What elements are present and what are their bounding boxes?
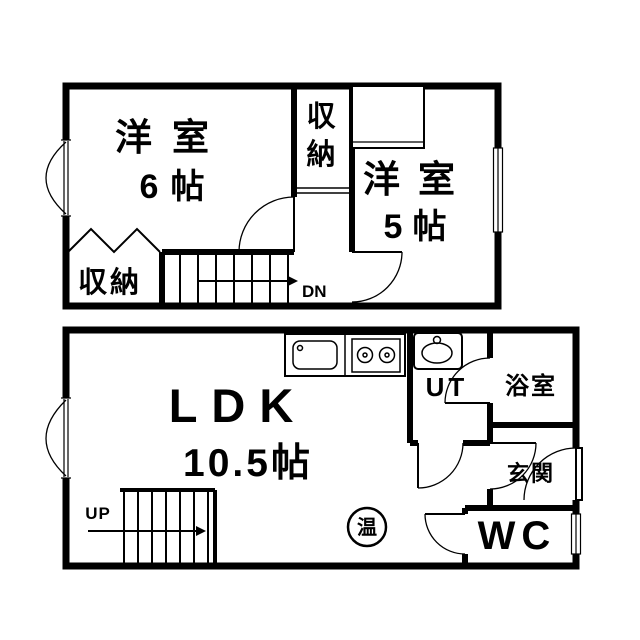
wc-window <box>570 513 582 555</box>
basin-faucet-icon <box>432 335 442 345</box>
ut-door-arc <box>417 442 464 489</box>
room5-name-label: 洋室 <box>363 158 473 200</box>
lower-staircase: UP <box>85 490 209 566</box>
room5-size-label: 5帖 <box>384 208 457 246</box>
upper-stair-steps <box>179 252 289 306</box>
up-label: UP <box>85 504 111 523</box>
outswing-arc <box>45 141 67 215</box>
burner-left-icon <box>356 346 374 364</box>
front-door-arc <box>523 447 577 501</box>
upper-interior-walls <box>159 86 355 306</box>
window-gap <box>61 398 71 478</box>
bath-label: 浴室 <box>505 372 557 400</box>
east-room-closet <box>351 85 425 149</box>
upper-floor-outline <box>62 82 502 310</box>
upper-west-window <box>45 139 71 217</box>
lower-west-window <box>45 397 71 479</box>
upper-staircase: DN <box>179 252 327 306</box>
water-heater-circle <box>346 506 388 548</box>
wash-basin <box>413 332 463 370</box>
sink-icon <box>292 340 338 370</box>
water-heater: 温 <box>346 506 388 548</box>
upper-east-window <box>492 147 504 233</box>
room5-door-arc <box>351 251 403 303</box>
room6-name-label: 洋室 <box>115 116 229 158</box>
closet-southwest-label: 収納 <box>78 265 142 299</box>
center-closet-label-top: 収 <box>306 100 336 133</box>
wc-door-arc <box>424 513 466 555</box>
room6-door-arc <box>238 196 295 253</box>
center-closet-sliding-door <box>294 187 352 194</box>
wc-label: WC <box>478 514 557 558</box>
room6-size-label: 6帖 <box>140 168 217 206</box>
lower-interior-walls <box>407 330 576 566</box>
front-door <box>523 447 585 501</box>
upper-floor: DN 洋室 6帖 収 納 洋室 5帖 収納 <box>45 82 504 310</box>
lower-stair-walls <box>120 488 217 566</box>
center-closet-label-bottom: 納 <box>306 137 335 171</box>
kitchen-counter <box>284 333 406 377</box>
entrance-hall-door-arc <box>489 442 537 490</box>
utility-label: UT <box>426 372 469 402</box>
window-gap <box>61 140 71 216</box>
burner-right-icon <box>378 346 396 364</box>
burner-left-center <box>362 352 368 358</box>
up-arrow-head-icon <box>196 526 206 536</box>
outswing-arc <box>45 399 67 477</box>
dn-label: DN <box>302 282 327 301</box>
front-door-panel <box>575 447 583 501</box>
bath-door-arc <box>444 357 491 404</box>
stove-icon <box>351 338 401 373</box>
ldk-name-label: LDK <box>169 379 308 432</box>
water-heater-label: 温 <box>357 515 377 539</box>
window-frame <box>61 397 71 479</box>
entrance-label: 玄関 <box>507 461 555 486</box>
dn-arrow-head-icon <box>288 276 298 286</box>
window-frame <box>61 139 71 217</box>
burner-right-center <box>384 352 390 358</box>
lower-floor: 温 UP <box>45 326 585 570</box>
ldk-size-label: 10.5帖 <box>183 442 313 485</box>
closet-folding-door <box>67 227 161 254</box>
lower-stair-steps <box>123 490 209 566</box>
faucet-icon <box>296 344 304 352</box>
